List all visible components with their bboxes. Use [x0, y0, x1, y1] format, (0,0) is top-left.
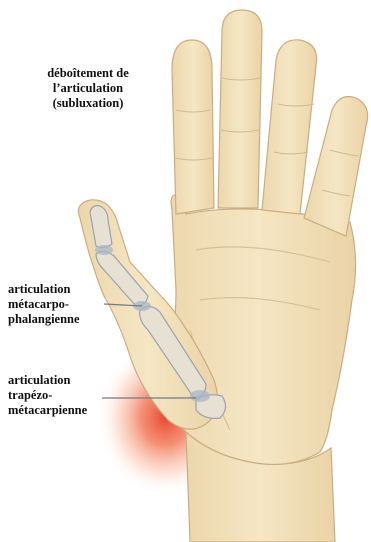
cmc-joint [190, 390, 210, 402]
middle-finger [218, 10, 262, 208]
mcp-label-line-3: phalangienne [8, 312, 108, 327]
mcp-label-line-1: articulation [8, 282, 108, 297]
mcp-joint-label: articulation métacarpo- phalangienne [8, 282, 108, 327]
index-finger [172, 40, 214, 214]
subluxation-label-line-2: l’articulation [28, 81, 148, 96]
subluxation-label: déboîtement de l’articulation (subluxati… [28, 66, 148, 111]
subluxation-label-line-1: déboîtement de [28, 66, 148, 81]
ring-finger [262, 40, 317, 214]
subluxation-label-line-3: (subluxation) [28, 96, 148, 111]
ip-joint [95, 245, 113, 255]
cmc-label-line-2: trapézo- [8, 388, 108, 403]
mcp-label-line-2: métacarpo- [8, 297, 108, 312]
little-finger [304, 97, 368, 237]
cmc-label-line-3: métacarpienne [8, 403, 108, 418]
cmc-joint-label: articulation trapézo- métacarpienne [8, 373, 108, 418]
cmc-label-line-1: articulation [8, 373, 108, 388]
